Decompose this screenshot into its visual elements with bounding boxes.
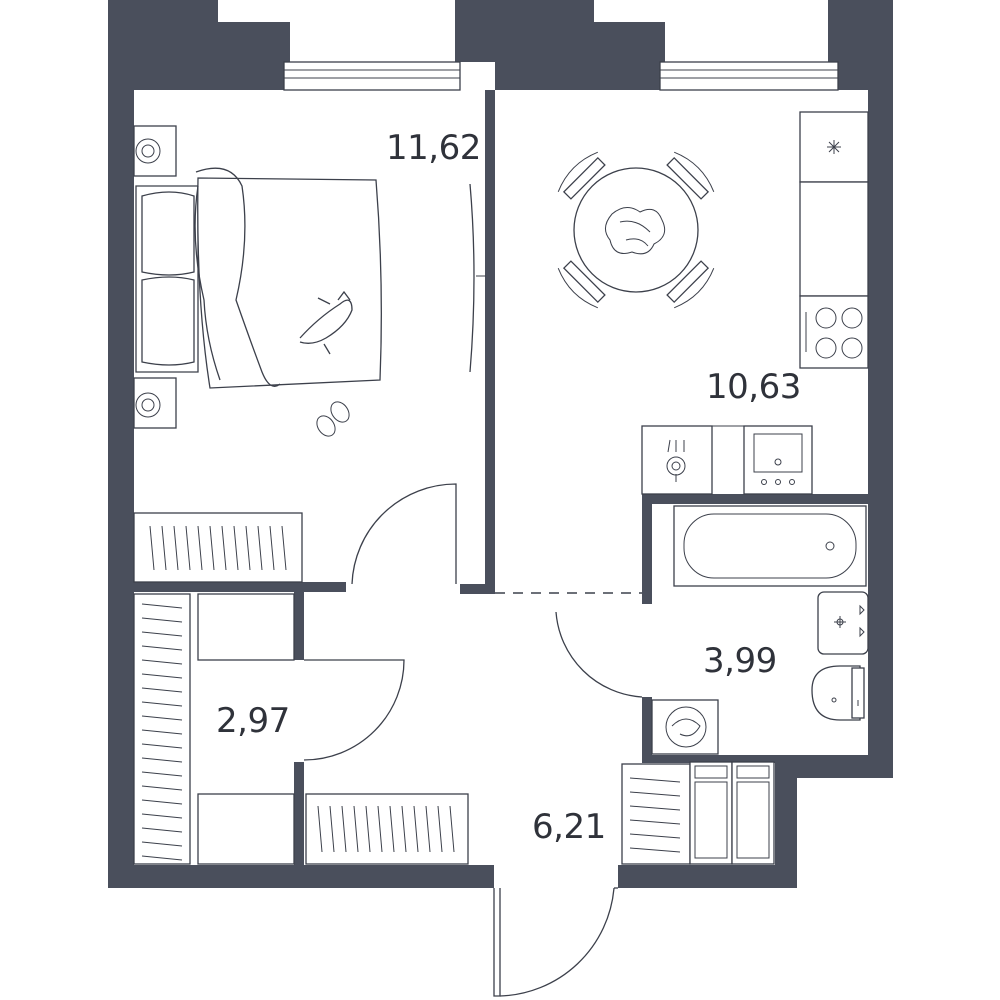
wall-right <box>868 90 893 778</box>
dining-table-icon <box>557 151 715 309</box>
slippers-icon <box>316 401 350 437</box>
wall-partition-vertical <box>485 90 495 584</box>
bedroom-dresser <box>133 512 303 583</box>
door-bathroom <box>555 611 643 698</box>
window-bedroom <box>283 61 461 91</box>
nightstand-bottom <box>133 377 177 429</box>
walls <box>108 0 893 888</box>
wall-top-right <box>828 0 893 90</box>
utility-panels <box>689 761 775 865</box>
wall-storage-right <box>775 755 797 888</box>
oven-unit <box>743 425 813 495</box>
area-hallway: 6,21 <box>532 807 606 847</box>
kitchen-counter <box>799 111 869 369</box>
wall-bath-left-bottom <box>642 697 652 757</box>
wall-top-center <box>455 0 665 90</box>
bed-icon <box>135 167 382 389</box>
wall-bottom-right <box>618 865 797 888</box>
door-bedroom <box>351 483 457 585</box>
doors <box>303 483 643 997</box>
window-kitchen <box>659 61 839 91</box>
area-bathroom: 3,99 <box>703 641 777 681</box>
bathtub-icon <box>673 505 867 587</box>
toilet-icon <box>811 665 865 721</box>
wall-bath-bottom <box>642 755 777 763</box>
area-wardrobe: 2,97 <box>216 701 290 741</box>
door-entrance <box>493 888 501 997</box>
washbasin-icon <box>817 591 869 655</box>
wall-top-left <box>108 0 290 90</box>
nightstand-top <box>133 125 177 177</box>
hall-wardrobe <box>305 793 469 865</box>
stove-icon <box>799 295 869 369</box>
area-labels: 11,62 10,63 3,99 2,97 6,21 <box>216 128 801 847</box>
bedroom-furniture <box>133 125 486 583</box>
wall-mirror <box>469 183 475 373</box>
area-bedroom: 11,62 <box>386 128 481 168</box>
wall-bath-top <box>642 494 868 504</box>
wall-bottom-left <box>108 865 494 888</box>
bathroom-furniture <box>651 505 869 755</box>
wall-bottom-right-step <box>795 755 893 778</box>
hallway-furniture <box>305 761 775 865</box>
wall-left <box>108 0 134 888</box>
wall-wardrobe-right-bottom <box>294 762 304 865</box>
washing-machine-icon <box>651 699 719 755</box>
storage-cabinet <box>621 763 691 865</box>
wall-bath-left-top <box>642 494 652 604</box>
windows <box>283 61 839 91</box>
wall-wardrobe-right-top <box>294 592 304 660</box>
wall-bedroom-bottom <box>134 582 346 592</box>
area-kitchen: 10,63 <box>706 367 801 407</box>
door-wardrobe <box>303 659 405 761</box>
wardrobe-furniture <box>133 593 295 865</box>
kitchen-furniture <box>557 111 869 495</box>
wall-partition-stub <box>460 584 495 594</box>
sink-unit <box>641 425 713 495</box>
